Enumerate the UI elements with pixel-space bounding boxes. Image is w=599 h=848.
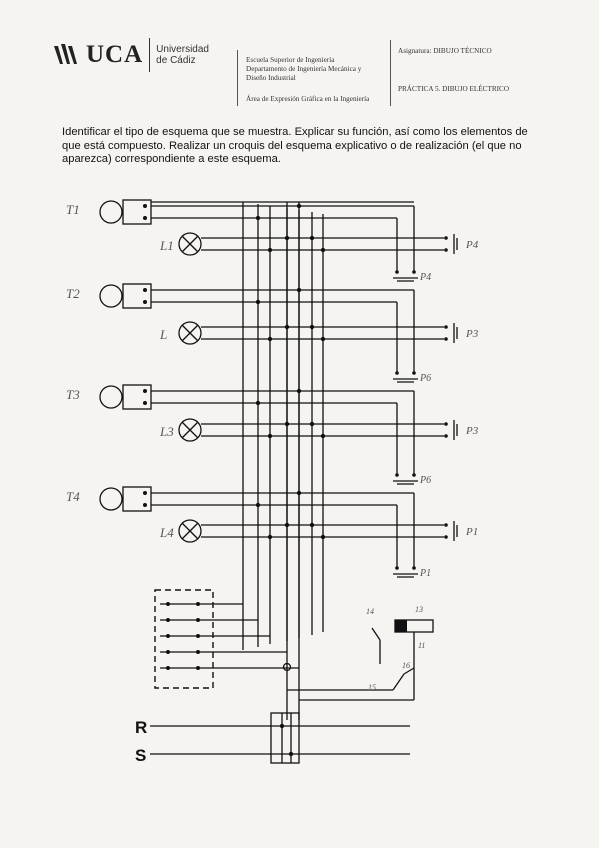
- junction-terminal: [282, 662, 292, 672]
- terminal-dot: [143, 401, 147, 405]
- terminal-number: 14: [366, 607, 374, 616]
- terminal-number: 11: [418, 641, 425, 650]
- terminal-dot: [143, 503, 147, 507]
- terminal-dot: [444, 434, 448, 438]
- telephone-terminal-box: [122, 199, 152, 225]
- terminal-dot: [143, 204, 147, 208]
- terminal-dot: [143, 216, 147, 220]
- lamp-cross: [181, 235, 199, 253]
- transformer-box: [270, 712, 300, 764]
- terminal-dot: [412, 270, 416, 274]
- terminal-dot: [444, 248, 448, 252]
- lamp-icon: [178, 232, 202, 256]
- telephone-terminal-box: [122, 384, 152, 410]
- uca-logo-icon: [54, 44, 77, 64]
- terminal-dot: [395, 371, 399, 375]
- lamp-icon: [178, 418, 202, 442]
- terminal-dot: [143, 300, 147, 304]
- contact-dot: [196, 650, 200, 654]
- logo-text: UCA: [86, 41, 144, 68]
- relay-label: P1: [419, 568, 431, 579]
- junction-dot: [288, 751, 294, 757]
- telephone-icon: [99, 385, 123, 409]
- junction-dot: [279, 723, 285, 729]
- subject-name: Asignatura: DIBUJO TÉCNICO: [398, 47, 492, 55]
- relay-label: P6: [419, 373, 431, 384]
- telephone-terminal-box: [122, 283, 152, 309]
- terminal-number: 13: [415, 605, 423, 614]
- selector-box: [154, 589, 214, 689]
- supply-label-r: R: [135, 718, 147, 737]
- terminal-dot: [143, 288, 147, 292]
- lamp-label: L3: [159, 424, 174, 439]
- lamp-icon: [178, 321, 202, 345]
- telephone-icon: [99, 200, 123, 224]
- pushbutton-label: P3: [465, 425, 479, 437]
- telephone-icon: [99, 487, 123, 511]
- relay-label: P6: [419, 475, 431, 486]
- terminal-dot: [395, 566, 399, 570]
- phone-label: T1: [66, 202, 80, 217]
- door-opener-core: [395, 620, 407, 632]
- terminal-dot: [143, 491, 147, 495]
- terminal-dot: [444, 337, 448, 341]
- university-name: Universidad de Cádiz: [156, 44, 209, 66]
- lamp-label: L: [159, 327, 167, 342]
- relay-label: P4: [419, 272, 431, 283]
- contact-dot: [166, 634, 170, 638]
- terminal-dot: [444, 422, 448, 426]
- terminal-dot: [395, 270, 399, 274]
- area-name: Área de Expresión Gráfica en la Ingenier…: [246, 95, 370, 103]
- lamp-icon: [178, 519, 202, 543]
- terminal-dot: [412, 371, 416, 375]
- wire: [403, 667, 415, 675]
- lamp-cross: [181, 324, 199, 342]
- contact-dot: [166, 602, 170, 606]
- terminal-dot: [444, 523, 448, 527]
- pushbutton-label: P3: [465, 328, 479, 340]
- contact-dot: [166, 666, 170, 670]
- telephone-terminal-box: [122, 486, 152, 512]
- switch-contact: [392, 673, 405, 691]
- pushbutton-label: P4: [465, 239, 479, 251]
- contact-dot: [166, 618, 170, 622]
- pushbutton-label: P1: [465, 526, 478, 538]
- instructions-text: Identificar el tipo de esquema que se mu…: [62, 126, 528, 165]
- terminal-dot: [412, 473, 416, 477]
- terminal-number: 15: [368, 683, 376, 692]
- supply-label-s: S: [135, 746, 146, 765]
- terminal-dot: [143, 389, 147, 393]
- uca-logo: UCA Universidad de Cádiz: [52, 38, 209, 72]
- terminal-dot: [412, 566, 416, 570]
- contact-dot: [196, 618, 200, 622]
- phone-label: T3: [66, 387, 80, 402]
- lamp-cross: [181, 522, 199, 540]
- terminal-number: 16: [402, 661, 410, 670]
- terminal-dot: [444, 236, 448, 240]
- school-info: Escuela Superior de Ingeniería Departame…: [246, 56, 362, 82]
- telephone-icon: [99, 284, 123, 308]
- lamp-label: L4: [159, 525, 174, 540]
- phone-label: T4: [66, 489, 80, 504]
- lamp-label: L1: [159, 238, 174, 253]
- terminal-dot: [444, 325, 448, 329]
- terminal-dot: [395, 473, 399, 477]
- practice-name: PRÁCTICA 5. DIBUJO ELÉCTRICO: [398, 85, 510, 93]
- phone-label: T2: [66, 286, 80, 301]
- switch-contact: [371, 627, 381, 641]
- contact-dot: [196, 602, 200, 606]
- contact-dot: [196, 634, 200, 638]
- terminal-dot: [444, 535, 448, 539]
- lamp-cross: [181, 421, 199, 439]
- contact-dot: [166, 650, 170, 654]
- contact-dot: [196, 666, 200, 670]
